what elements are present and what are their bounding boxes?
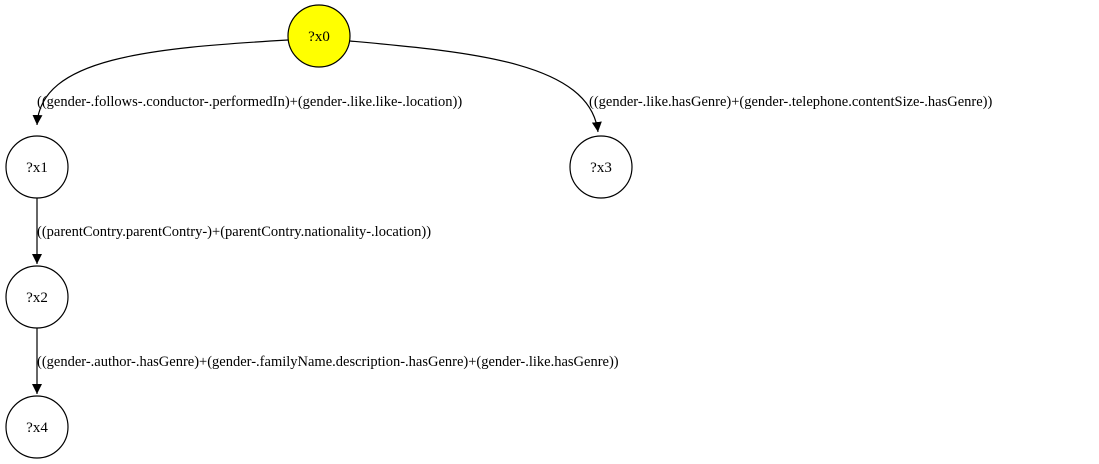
node-x1: ?x1 bbox=[5, 135, 69, 199]
edge-x2-x4: ((gender-.author-.hasGenre)+(gender-.fam… bbox=[32, 328, 619, 394]
edge-x0-x1: ((gender-.follows-.conductor-.performedI… bbox=[32, 39, 462, 126]
node-label: ?x4 bbox=[26, 420, 48, 436]
edge-line bbox=[349, 40, 602, 133]
node-circle bbox=[5, 265, 69, 329]
node-label: ?x3 bbox=[590, 160, 612, 176]
edge-line bbox=[32, 39, 289, 126]
edge-label: ((parentContry.parentContry-)+(parentCon… bbox=[37, 224, 431, 240]
node-x0: ?x0 bbox=[287, 4, 351, 68]
node-circle bbox=[287, 4, 351, 68]
node-circle bbox=[5, 395, 69, 459]
node-x2: ?x2 bbox=[5, 265, 69, 329]
edge-label: ((gender-.author-.hasGenre)+(gender-.fam… bbox=[37, 354, 619, 370]
node-x4: ?x4 bbox=[5, 395, 69, 459]
edge-label: ((gender-.follows-.conductor-.performedI… bbox=[37, 94, 462, 110]
node-x3: ?x3 bbox=[569, 135, 633, 199]
node-circle bbox=[5, 135, 69, 199]
node-circle bbox=[569, 135, 633, 199]
node-label: ?x1 bbox=[26, 160, 48, 176]
edge-x0-x3: ((gender-.like.hasGenre)+(gender-.teleph… bbox=[349, 40, 993, 133]
edge-label: ((gender-.like.hasGenre)+(gender-.teleph… bbox=[589, 94, 993, 110]
edge-x1-x2: ((parentContry.parentContry-)+(parentCon… bbox=[32, 198, 431, 264]
node-label: ?x2 bbox=[26, 290, 48, 306]
node-label: ?x0 bbox=[308, 29, 330, 45]
